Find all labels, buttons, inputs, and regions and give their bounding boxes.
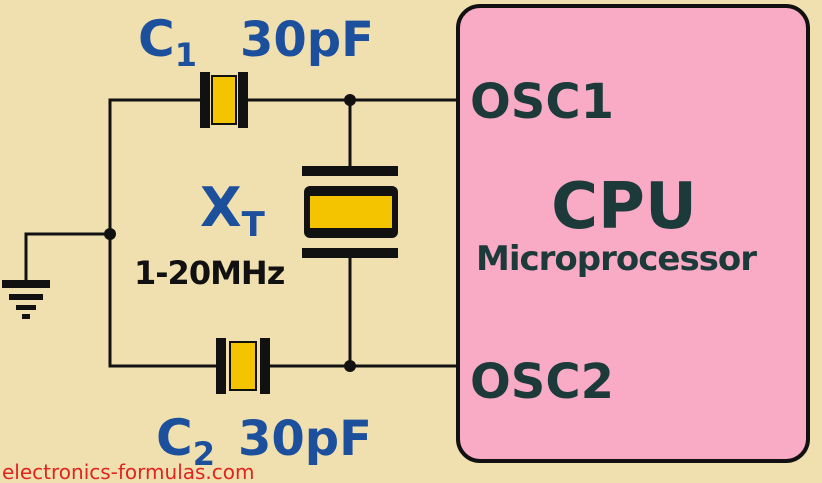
cpu-block [456,4,810,463]
c1-label: C1 [138,10,197,74]
crystal-label: XT [200,176,266,245]
c1-name: C [138,10,175,68]
c2-value: 30pF [238,411,372,467]
crystal-frequency: 1-20MHz [134,254,285,292]
watermark-text: electronics-formulas.com [2,460,255,483]
c2-name: C [156,409,193,467]
capacitor-c1 [200,72,248,128]
osc1-pin-label: OSC1 [470,74,614,130]
cpu-title: CPU [551,170,697,244]
c1-subscript: 1 [175,36,197,74]
junction-dot-ground [104,228,116,240]
junction-dot-top [344,94,356,106]
c2-label: C2 [156,409,215,473]
junction-dot-bottom [344,360,356,372]
crystal-name: X [200,176,242,239]
cpu-subtitle: Microprocessor [476,239,757,279]
capacitor-c2 [216,338,270,394]
crystal-xt [302,166,398,258]
ground-icon [2,280,50,319]
crystal-subscript: T [242,205,266,245]
c2-subscript: 2 [193,435,215,473]
c1-value: 30pF [240,12,374,68]
osc2-pin-label: OSC2 [470,354,614,410]
